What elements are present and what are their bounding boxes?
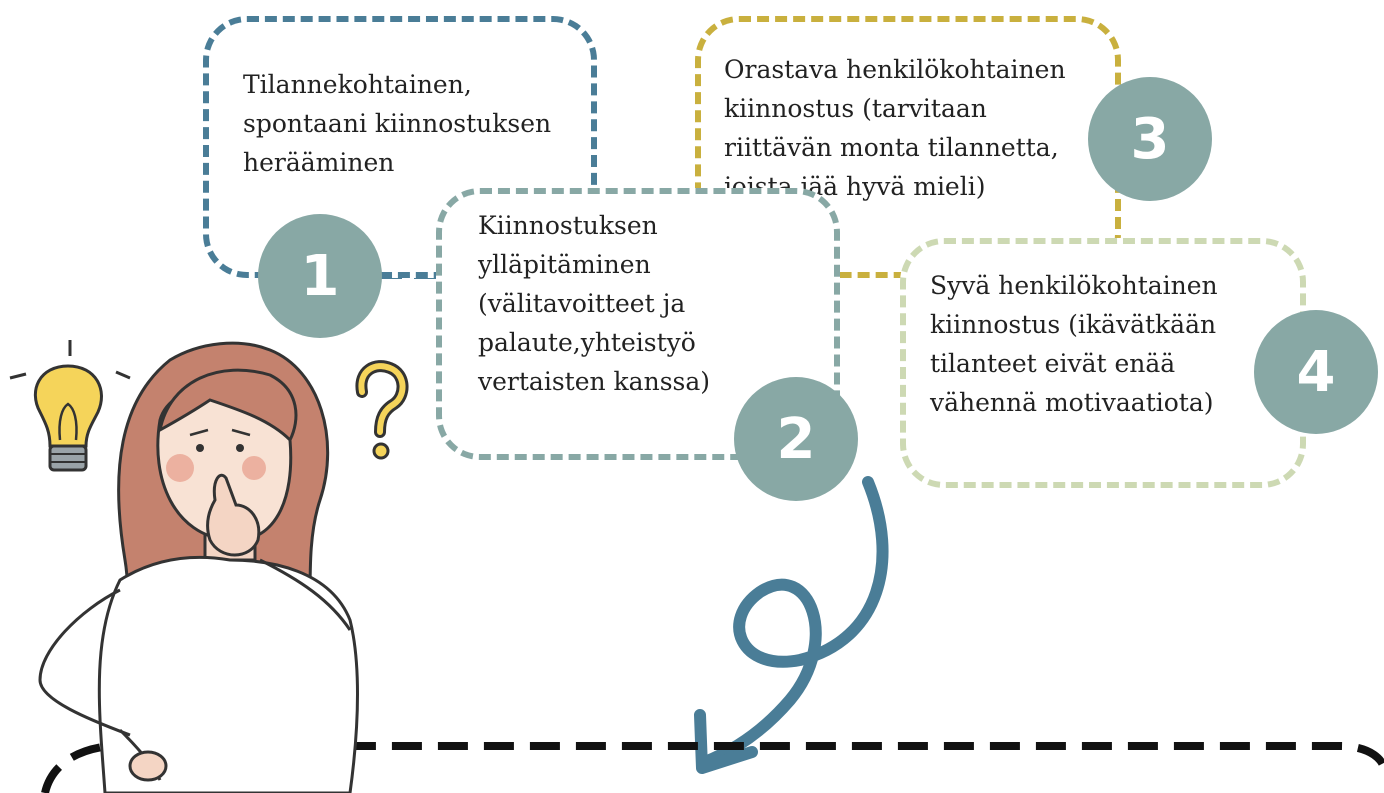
lightbulb-icon — [9, 340, 131, 472]
step-3-line-1: Orastava henkilökohtainen — [724, 55, 1066, 84]
step-3-line-3: riittävän monta tilannetta, — [724, 133, 1059, 162]
step-2-line-3: (välitavoitteet ja — [478, 289, 686, 318]
step-2-badge: 2 — [734, 377, 858, 501]
arrow-head — [694, 709, 758, 774]
step-4-text: Syvä henkilökohtainen kiinnostus (ikävät… — [930, 266, 1218, 422]
step-4-line-3: tilanteet eivät enää — [930, 349, 1176, 378]
step-2-line-2: ylläpitäminen — [478, 250, 651, 279]
step-1-text: Tilannekohtainen, spontaani kiinnostukse… — [243, 65, 551, 182]
step-3-badge: 3 — [1088, 77, 1212, 201]
step-3-line-2: kiinnostus (tarvitaan — [724, 94, 987, 123]
step-1-line-3: herääminen — [243, 148, 395, 177]
question-mark-icon — [355, 360, 409, 460]
step-4-line-2: kiinnostus (ikävätkään — [930, 310, 1217, 339]
step-4-line-1: Syvä henkilökohtainen — [930, 271, 1218, 300]
step-4-badge: 4 — [1254, 310, 1378, 434]
step-2-line-4: palaute,yhteistyö — [478, 328, 696, 357]
step-2-text: Kiinnostuksen ylläpitäminen (välitavoitt… — [478, 206, 710, 401]
step-1-badge: 1 — [258, 214, 382, 338]
thinking-woman-illustration — [38, 341, 359, 793]
step-4-box — [900, 238, 1306, 488]
step-2-line-5: vertaisten kanssa) — [478, 367, 711, 396]
step-2-line-1: Kiinnostuksen — [478, 211, 658, 240]
curly-arrow — [699, 476, 889, 768]
step-1-line-1: Tilannekohtainen, — [243, 70, 472, 99]
step-3-text: Orastava henkilökohtainen kiinnostus (ta… — [724, 50, 1066, 206]
step-1-line-2: spontaani kiinnostuksen — [243, 109, 552, 138]
bottom-frame — [41, 742, 1384, 793]
step-4-line-4: vähennä motivaatiota) — [930, 388, 1214, 417]
